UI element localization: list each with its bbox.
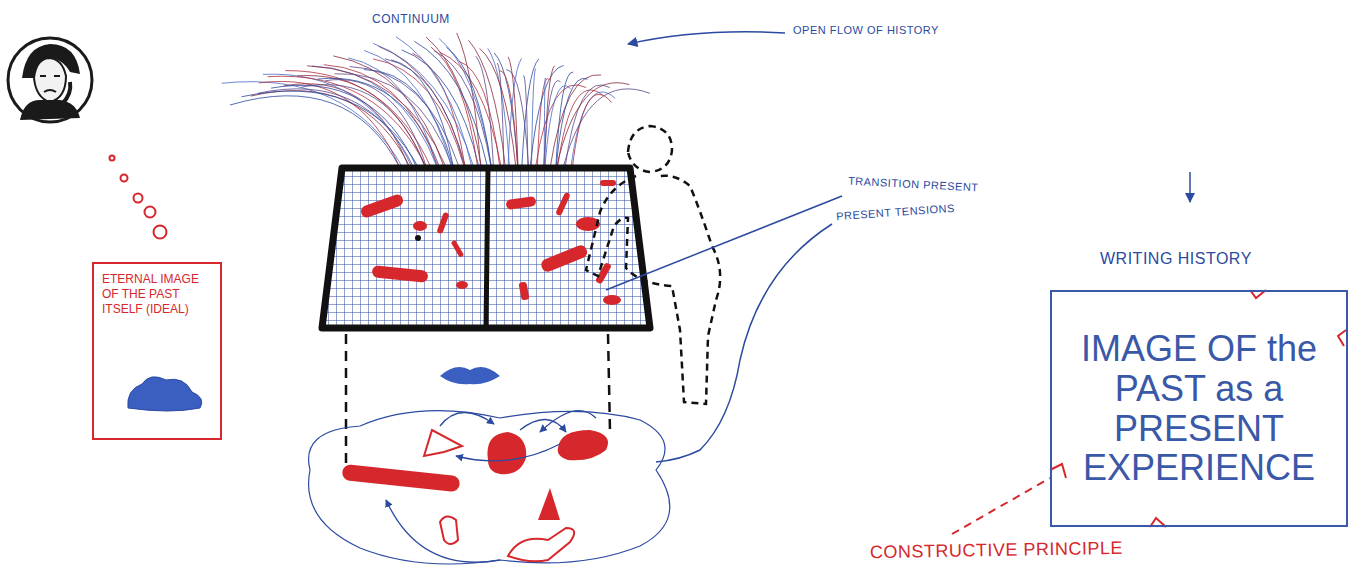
mouth-shape bbox=[440, 367, 500, 384]
flow-strand bbox=[325, 80, 426, 168]
flow-strand bbox=[571, 92, 615, 168]
flow-strand bbox=[391, 60, 453, 168]
flow-strand bbox=[263, 74, 412, 168]
node-text: IMAGE OF the PAST as a PRESENT EXPERIENC… bbox=[1064, 329, 1334, 487]
writing-history-label: WRITING HISTORY bbox=[1100, 250, 1252, 268]
flow-strand bbox=[459, 62, 500, 168]
crack-lines bbox=[1050, 290, 1346, 527]
flow-strand bbox=[556, 83, 629, 168]
flow-strand bbox=[222, 82, 403, 168]
thought-bubbles bbox=[110, 156, 167, 239]
flow-strand bbox=[523, 75, 528, 168]
flow-strand bbox=[469, 40, 506, 168]
node-text: ETERNAL IMAGE OF THE PAST ITSELF (IDEAL) bbox=[102, 272, 212, 317]
history-flow bbox=[222, 33, 650, 168]
leader-arrow bbox=[628, 32, 785, 44]
flow-strand bbox=[431, 47, 478, 168]
flow-strand bbox=[476, 56, 494, 168]
tensions-label: PRESENT TENSIONS bbox=[836, 202, 955, 222]
leader-arrow bbox=[1189, 172, 1191, 202]
constructive-label: CONSTRUCTIVE PRINCIPLE bbox=[870, 538, 1123, 563]
transition-label: TRANSITION PRESENT bbox=[848, 175, 979, 194]
flow-strand bbox=[500, 71, 518, 168]
flow-strand bbox=[563, 89, 650, 168]
experience-box: IMAGE OF the PAST as a PRESENT EXPERIENC… bbox=[1050, 290, 1348, 527]
portrait bbox=[8, 38, 92, 122]
flow-strand bbox=[439, 38, 492, 168]
flow-strand bbox=[312, 66, 438, 168]
flow-strand bbox=[285, 71, 431, 168]
flow-label: OPEN FLOW OF HISTORY bbox=[793, 24, 939, 36]
projection-lines bbox=[346, 334, 610, 468]
flow-strand bbox=[508, 57, 518, 168]
flow-strand bbox=[556, 78, 588, 168]
flow-strand bbox=[508, 58, 522, 168]
ideal-blob bbox=[128, 377, 202, 411]
flow-strand bbox=[333, 56, 444, 168]
flow-strand bbox=[565, 85, 610, 168]
historian-figure bbox=[586, 126, 720, 404]
flow-strand bbox=[412, 53, 465, 168]
flow-strand bbox=[271, 85, 417, 168]
ideal-box: ETERNAL IMAGE OF THE PAST ITSELF (IDEAL) bbox=[92, 262, 222, 440]
past-fragments bbox=[309, 411, 670, 564]
flow-strand bbox=[297, 76, 426, 168]
leader-line bbox=[656, 224, 832, 462]
leader-line bbox=[952, 478, 1050, 534]
flow-strand bbox=[522, 59, 539, 168]
continuum-label: CONTINUUM bbox=[372, 12, 450, 26]
present-grid bbox=[320, 166, 654, 330]
flow-strand bbox=[494, 53, 518, 168]
flow-strand bbox=[550, 75, 601, 168]
flow-strand bbox=[230, 96, 400, 168]
flow-strand bbox=[446, 47, 491, 168]
flow-strand bbox=[259, 81, 400, 168]
flow-strand bbox=[556, 72, 573, 168]
flow-strand bbox=[440, 52, 502, 168]
flow-strand bbox=[251, 91, 411, 168]
